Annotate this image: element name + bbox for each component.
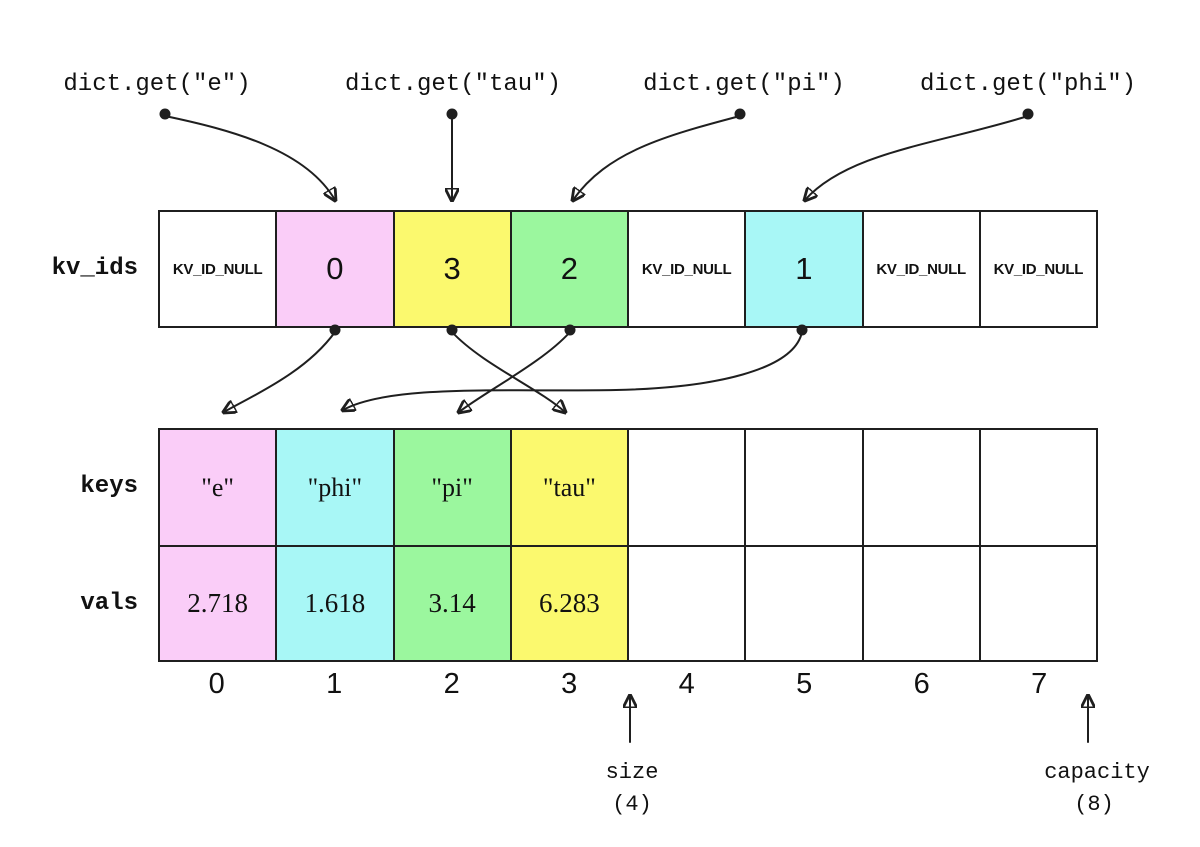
query-label-pi: dict.get("pi") — [643, 71, 845, 98]
arrow-get-e-to-slot-1 — [164, 115, 335, 200]
index-label-1: 1 — [326, 668, 343, 700]
arrow-id-3-to-keys-3 — [451, 331, 565, 412]
vals-cell-3: 6.283 — [511, 547, 629, 660]
keys-cell-0: "e" — [160, 430, 278, 545]
kv-ids-cell-0: KV_ID_NULL — [160, 212, 278, 326]
vals-cell-7 — [980, 547, 1096, 660]
keys-cell-2: "pi" — [394, 430, 512, 545]
kv-ids-cell-4: KV_ID_NULL — [629, 212, 747, 326]
kv-ids-cell-2: 3 — [394, 212, 512, 326]
arrow-get-phi-to-slot-5 — [805, 115, 1029, 200]
query-dot-e — [159, 108, 171, 120]
keys-row-label: keys — [80, 473, 138, 500]
keys-cell-7 — [980, 430, 1096, 545]
vals-cell-1: 1.618 — [277, 547, 395, 660]
query-dot-phi — [1022, 108, 1034, 120]
index-labels: 0 1 2 3 4 5 6 7 — [158, 668, 1098, 701]
vals-cell-4 — [629, 547, 747, 660]
query-label-tau: dict.get("tau") — [344, 71, 562, 98]
kv-ids-cell-1: 0 — [277, 212, 395, 326]
kv-ids-row-label: kv_ids — [51, 255, 138, 282]
keys-cell-3: "tau" — [511, 430, 629, 545]
index-label-7: 7 — [1031, 668, 1048, 700]
kv-ids-cell-6: KV_ID_NULL — [863, 212, 981, 326]
kv-ids-array: KV_ID_NULL 0 3 2 KV_ID_NULL 1 KV_ID_NULL… — [158, 210, 1098, 328]
query-dot-pi — [734, 108, 746, 120]
keys-cell-1: "phi" — [277, 430, 395, 545]
index-label-2: 2 — [443, 668, 460, 700]
index-label-4: 4 — [678, 668, 695, 700]
vals-cell-6 — [863, 547, 981, 660]
size-label: size — [605, 760, 659, 785]
index-label-6: 6 — [913, 668, 930, 700]
index-label-3: 3 — [561, 668, 578, 700]
vals-array: 2.718 1.618 3.14 6.283 — [158, 545, 1098, 662]
index-label-0: 0 — [208, 668, 225, 700]
kv-ids-cell-3: 2 — [511, 212, 629, 326]
vals-cell-0: 2.718 — [160, 547, 278, 660]
keys-cell-5 — [746, 430, 864, 545]
vals-row-label: vals — [80, 590, 138, 617]
keys-cell-4 — [629, 430, 747, 545]
index-label-5: 5 — [796, 668, 813, 700]
capacity-label: capacity — [1044, 760, 1150, 785]
query-label-e: dict.get("e") — [63, 71, 251, 98]
capacity-value: (8) — [1074, 792, 1114, 817]
vals-cell-5 — [746, 547, 864, 660]
arrow-id-1-to-keys-1 — [343, 331, 803, 410]
vals-cell-2: 3.14 — [394, 547, 512, 660]
query-label-phi: dict.get("phi") — [919, 71, 1137, 98]
kv-ids-cell-7: KV_ID_NULL — [980, 212, 1096, 326]
arrow-id-0-to-keys-0 — [224, 331, 336, 412]
arrow-id-2-to-keys-2 — [459, 331, 571, 412]
arrow-get-pi-to-slot-3 — [573, 115, 741, 200]
query-dot-tau — [446, 108, 458, 120]
keys-cell-6 — [863, 430, 981, 545]
size-value: (4) — [612, 792, 652, 817]
kv-ids-cell-5: 1 — [746, 212, 864, 326]
keys-array: "e" "phi" "pi" "tau" — [158, 428, 1098, 545]
